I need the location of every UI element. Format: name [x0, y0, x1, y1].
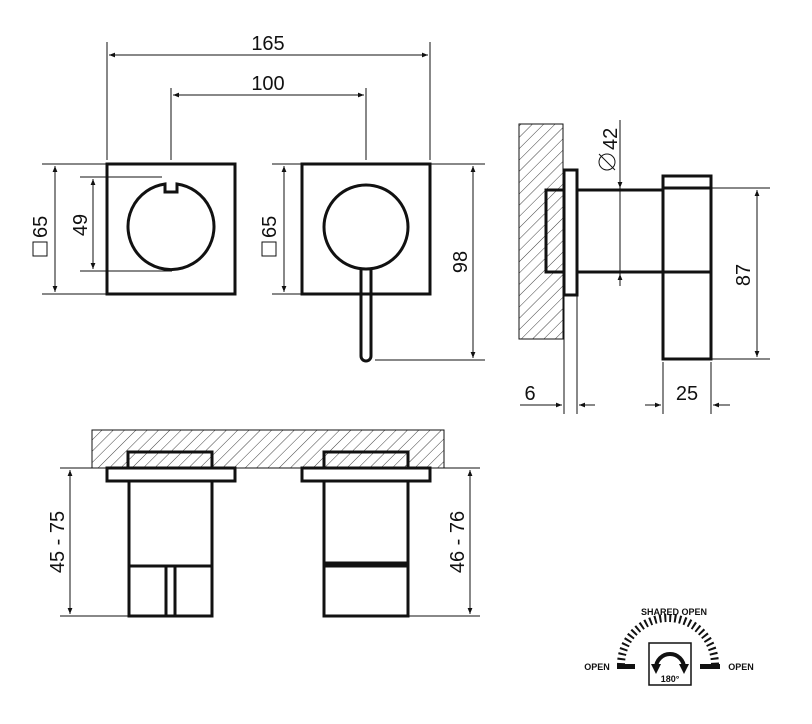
shared-open-label: SHARED OPEN [641, 607, 707, 617]
right-plate [300, 162, 432, 296]
dim-depth-left: 45 - 75 [47, 511, 69, 573]
left-open-bar [617, 664, 635, 669]
dim-overall-width: 165 [251, 33, 284, 55]
dim-plate-right-height: 65 [259, 216, 281, 238]
dim-plate-thickness: 6 [524, 383, 535, 405]
right-top-knob [322, 564, 410, 618]
right-open-bar [700, 664, 720, 669]
right-open-label: OPEN [728, 662, 754, 672]
top-view: 45 - 75 46 - 76 [47, 429, 480, 618]
side-plate [562, 168, 579, 297]
wall-top-section [91, 429, 445, 469]
rotate-arrow-icon [654, 652, 686, 669]
diameter-symbol-icon [598, 153, 616, 171]
right-knob [322, 183, 410, 271]
dim-cartridge-height: 87 [733, 264, 755, 286]
left-open-label: OPEN [584, 662, 610, 672]
rotation-arc [617, 614, 719, 666]
dim-center-distance: 100 [251, 73, 284, 95]
square-symbol-icon [261, 241, 277, 257]
rotation-legend: SHARED OPEN OPEN OPEN 180° [584, 607, 754, 686]
dim-plate-left-height: 65 [30, 216, 52, 238]
dim-rosette-diameter: 42 [600, 128, 622, 150]
side-view: 42 87 6 25 [518, 120, 770, 414]
lever-handle [359, 269, 373, 363]
wall-section [518, 123, 564, 340]
rotation-angle: 180° [661, 674, 680, 684]
right-top-plate [300, 466, 432, 483]
square-symbol-icon [32, 241, 48, 257]
dim-knob-depth: 25 [676, 383, 698, 405]
knob-block [661, 174, 713, 361]
right-top-body [322, 479, 410, 565]
dim-depth-right: 46 - 76 [447, 511, 469, 573]
left-top-plate [105, 466, 237, 483]
dim-knob-diameter: 49 [70, 214, 92, 236]
left-plate [105, 162, 237, 296]
front-view: 165 100 49 65 65 [30, 33, 485, 363]
dim-handle-height: 98 [450, 251, 472, 273]
left-top-knob [127, 564, 214, 618]
left-knob [126, 182, 216, 272]
left-top-body [127, 479, 214, 568]
